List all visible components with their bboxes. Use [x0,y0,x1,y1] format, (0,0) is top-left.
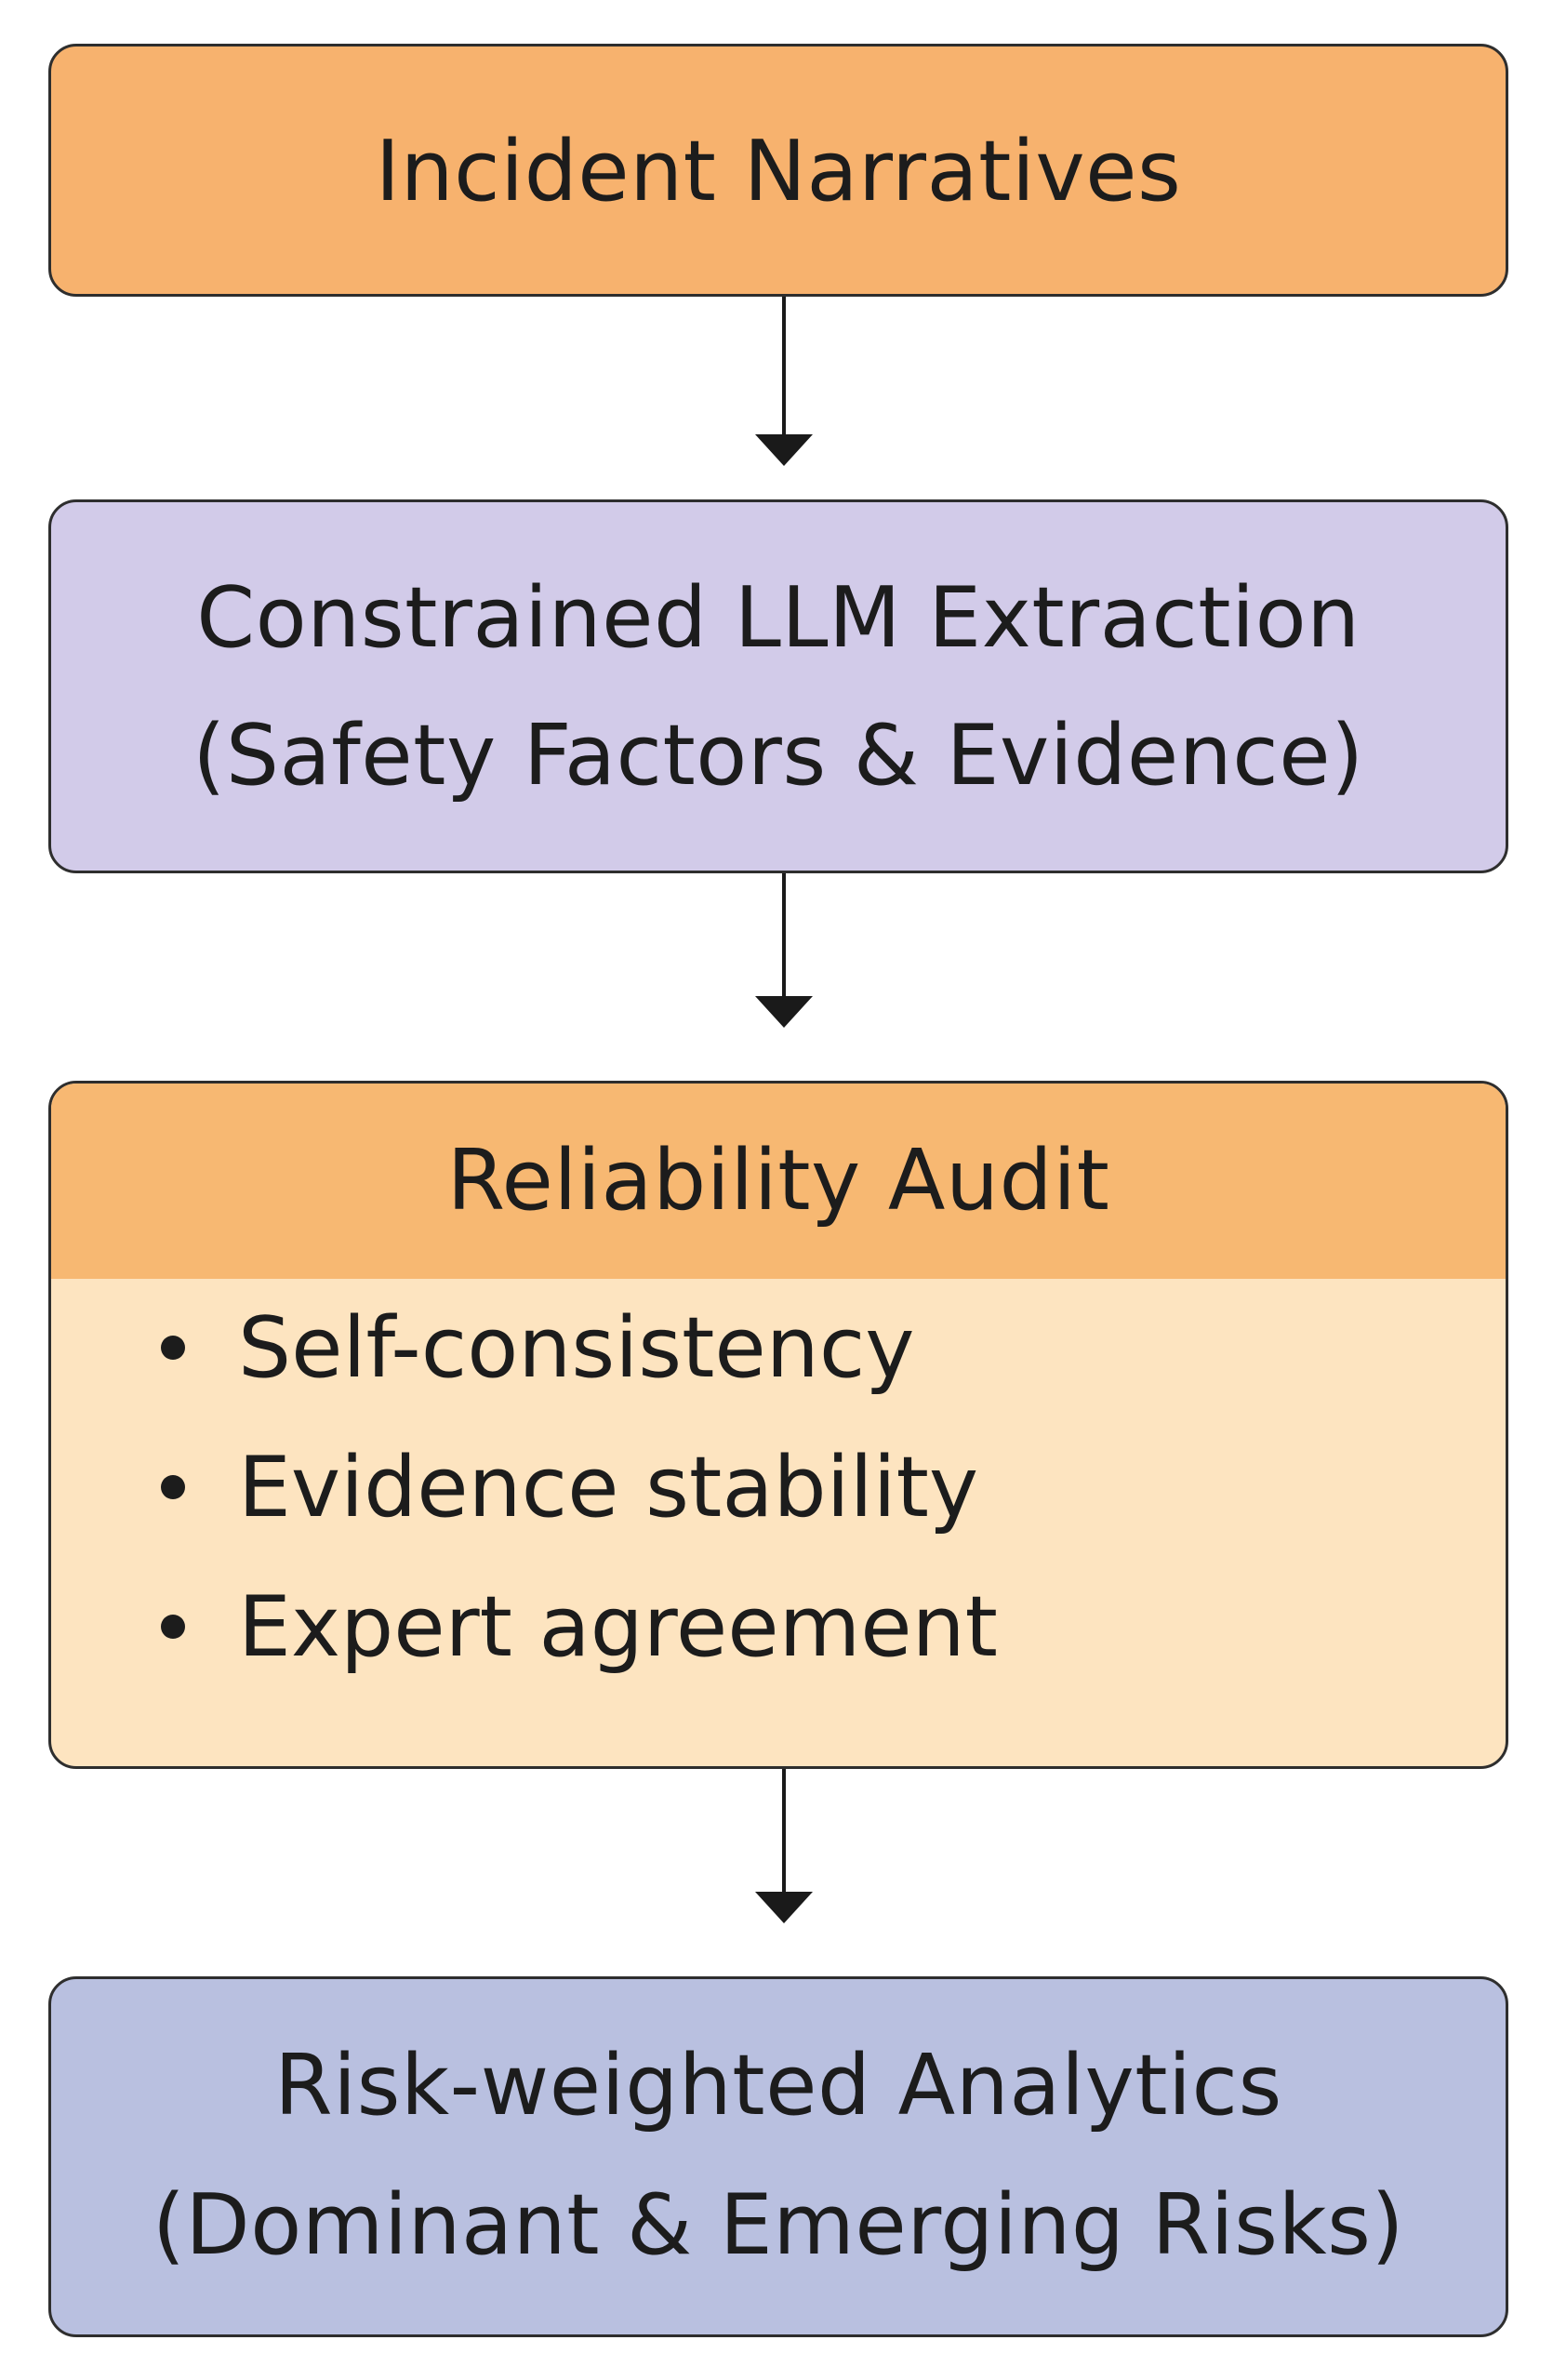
risk-analytics-subtitle: (Dominant & Emerging Risks) [152,2176,1405,2274]
reliability-audit-box: Reliability Audit Self-consistency Evide… [48,1081,1508,1769]
audit-item-label: Evidence stability [238,1439,979,1536]
bullet-dot-icon [161,1475,185,1499]
arrow-2-head [755,996,813,1028]
audit-item-expert-agreement: Expert agreement [161,1558,998,1697]
audit-item-label: Expert agreement [238,1578,998,1676]
reliability-audit-list: Self-consistency Evidence stability Expe… [161,1279,998,1697]
bullet-dot-icon [161,1336,185,1360]
audit-item-self-consistency: Self-consistency [161,1279,998,1418]
incident-narratives-box: Incident Narratives [48,44,1508,297]
bullet-dot-icon [161,1615,185,1639]
arrow-3 [755,1769,813,1923]
llm-extraction-box: Constrained LLM Extraction (Safety Facto… [48,499,1508,873]
reliability-audit-title: Reliability Audit [446,1132,1110,1230]
risk-analytics-title: Risk-weighted Analytics [274,2037,1282,2134]
arrow-1 [755,297,813,466]
reliability-audit-header: Reliability Audit [51,1084,1506,1279]
audit-item-label: Self-consistency [238,1299,915,1397]
incident-narratives-label: Incident Narratives [375,123,1182,220]
audit-item-evidence-stability: Evidence stability [161,1418,998,1558]
risk-analytics-box: Risk-weighted Analytics (Dominant & Emer… [48,1976,1508,2337]
llm-extraction-subtitle: (Safety Factors & Evidence) [192,707,1364,804]
arrow-1-head [755,434,813,466]
arrow-3-head [755,1892,813,1923]
arrow-2 [755,873,813,1028]
llm-extraction-title: Constrained LLM Extraction [196,569,1361,667]
